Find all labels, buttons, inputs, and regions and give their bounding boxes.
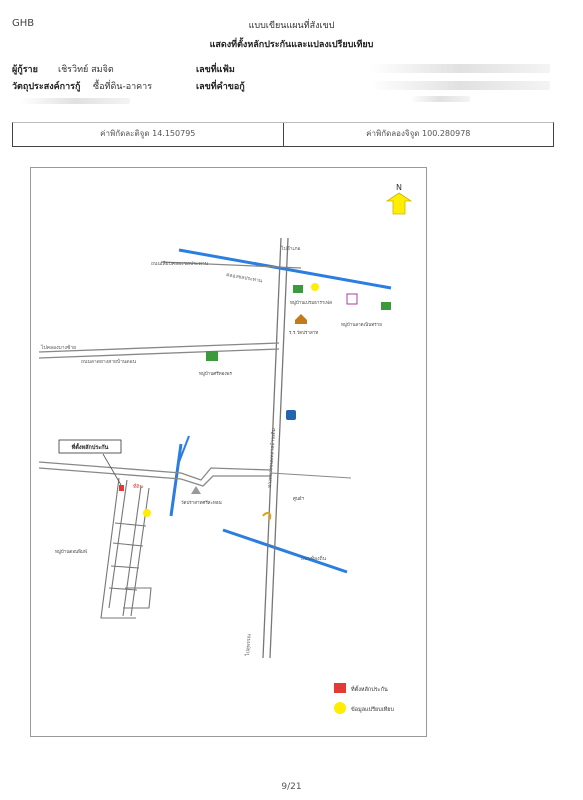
subdivision-blocks	[100, 477, 152, 619]
village-right-icon: หมู่บ้านลาดเนินทราย	[341, 302, 391, 328]
bank-logo-text: GHB	[12, 18, 35, 29]
latitude-cell: ค่าพิกัดละติจูด 14.150795	[13, 123, 283, 146]
borrower-value: เชิรวิทย์ สมจิต	[58, 65, 114, 75]
request-no-label: เลขที่คำขอกู้	[196, 82, 245, 92]
document-title: แบบเขียนแผนที่สังเขป	[248, 21, 335, 31]
village-mid-label: หมู่บ้านศรีทองพร	[199, 371, 232, 377]
canal-line	[178, 248, 392, 290]
blue-road-small	[178, 435, 190, 463]
village-left-label: หมู่บ้านดอนพิมพ์	[55, 548, 87, 555]
building-icon	[346, 293, 358, 305]
village-right-label: หมู่บ้านลาดเนินทราย	[341, 322, 382, 328]
north-label: N	[396, 183, 402, 192]
redacted-request-no	[370, 81, 550, 90]
label-canal-road: ถนนเลียบคลองชลประทาน	[151, 260, 209, 267]
collateral-callout	[58, 439, 122, 454]
longitude-value: 100.280978	[422, 129, 471, 138]
fire-icon	[262, 512, 272, 521]
redacted-line	[20, 98, 130, 104]
page-number: 9/21	[281, 782, 302, 792]
borrower-label: ผู้กู้ราย	[12, 65, 38, 75]
sketch-map: N คลองชลประทาน ถนนเล	[30, 167, 427, 737]
purpose-label: วัตถุประสงค์การกู้	[12, 82, 81, 92]
label-road-bottom: ไปสุพรรณ	[244, 633, 253, 657]
temple-small-icon: วัดปราสาทศรีสะทอน	[181, 486, 222, 506]
redacted-file-no	[370, 64, 550, 73]
north-arrow-icon: N	[385, 183, 413, 215]
blue-road-right	[222, 528, 348, 574]
label-main-road: ทางหลวงชนบทสายบ้านเดิม	[266, 428, 277, 488]
label-road-left-b: ถนนลาดยางสายบ้านดอน	[81, 358, 137, 365]
label-road-left: ไปคลองบางซ้าย	[40, 344, 76, 351]
label-canal: คลองชลประทาน	[226, 272, 263, 284]
temple-icon: ร.ร.วัดปราสาท	[289, 314, 318, 336]
redacted-line-2	[410, 96, 470, 102]
legend-red-label: ที่ตั้งหลักประกัน	[351, 685, 388, 693]
label-center: ศูนย์ฯ	[293, 495, 305, 502]
village-mid-icon: หมู่บ้านศรีทองพร	[199, 351, 232, 377]
label-road-right: ถนนท้องถิ่น	[301, 555, 327, 562]
latitude-value: 14.150795	[152, 129, 196, 138]
village-top-icon: หมู่บ้านเปรมธาราเฟส	[290, 285, 332, 306]
temple-label: วัดปราสาทศรีสะทอน	[181, 500, 222, 506]
longitude-label: ค่าพิกัดลองจิจูด	[366, 129, 420, 138]
water-icon	[286, 410, 296, 420]
legend-yellow-label: ข้อมูลแปรียบเทียบ	[351, 706, 394, 713]
coordinates-table: ค่าพิกัดละติจูด 14.150795 ค่าพิกัดลองจิจ…	[12, 122, 554, 147]
latitude-label: ค่าพิกัดละติจูด	[100, 129, 150, 138]
legend-yellow-swatch	[334, 702, 346, 714]
road-left-horizontal	[38, 342, 280, 353]
label-road-top: ไปอำเภอ	[280, 245, 301, 252]
document-subtitle: แสดงที่ตั้งหลักประกันและแปลงเปรียบเทียบ	[209, 40, 374, 50]
village-top-label: หมู่บ้านเปรมธาราเฟส	[290, 300, 332, 306]
main-road-vertical	[262, 237, 282, 659]
comparable-marker-2	[143, 509, 151, 517]
file-no-label: เลขที่แฟ้ม	[196, 65, 235, 75]
sketch-map-svg: N คลองชลประทาน ถนนเล	[38, 183, 413, 714]
blue-road-left	[169, 443, 183, 517]
collateral-callout-text: ที่ตั้งหลักประกัน	[71, 442, 108, 451]
longitude-cell: ค่าพิกัดลองจิจูด 100.280978	[282, 123, 554, 146]
legend-red-swatch	[334, 683, 346, 693]
comparable-marker-1	[311, 283, 319, 291]
purpose-value: ซื้อที่ดิน-อาคาร	[93, 82, 153, 92]
collateral-tag: ที่ดิน	[133, 483, 144, 490]
school-label: ร.ร.วัดปราสาท	[289, 330, 318, 336]
collateral-marker	[119, 485, 124, 491]
